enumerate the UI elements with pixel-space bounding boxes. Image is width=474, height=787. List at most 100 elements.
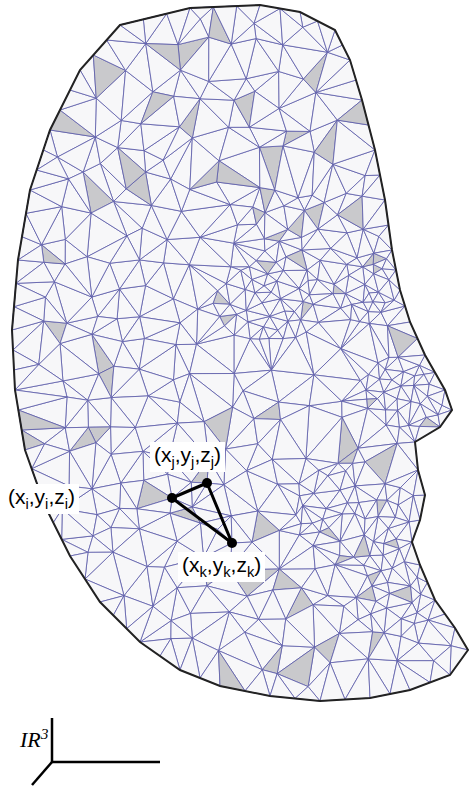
mesh-face bbox=[271, 337, 314, 374]
mesh-face bbox=[118, 148, 146, 189]
mesh-face bbox=[249, 91, 279, 127]
mesh-face bbox=[298, 152, 314, 198]
mesh-face bbox=[371, 614, 384, 633]
mesh-face bbox=[301, 569, 327, 596]
mesh-face bbox=[270, 674, 295, 699]
mesh-face bbox=[341, 304, 352, 319]
mesh-face bbox=[355, 486, 377, 503]
mesh-face bbox=[88, 536, 113, 553]
mesh-face bbox=[334, 264, 349, 284]
mesh-face bbox=[371, 608, 387, 633]
mesh-face bbox=[191, 586, 230, 614]
mesh-face bbox=[260, 188, 275, 213]
mesh-face bbox=[365, 500, 378, 519]
mesh-triangles bbox=[12, 5, 468, 701]
mesh-face bbox=[272, 420, 306, 460]
mesh-face bbox=[331, 233, 357, 258]
mesh-face bbox=[264, 213, 287, 239]
mesh-face bbox=[15, 364, 63, 390]
mesh-face bbox=[344, 598, 358, 620]
mesh-face bbox=[92, 316, 117, 334]
mesh-face bbox=[277, 271, 299, 289]
mesh-face bbox=[368, 633, 397, 661]
mesh-face bbox=[60, 344, 99, 381]
mesh-face bbox=[229, 127, 260, 147]
mesh-face bbox=[338, 196, 364, 229]
mesh-face bbox=[268, 262, 284, 274]
mesh-face bbox=[57, 137, 95, 172]
mesh-face bbox=[118, 120, 141, 147]
mesh-face bbox=[345, 659, 370, 700]
mesh-face bbox=[44, 297, 67, 323]
mesh-face bbox=[320, 663, 345, 701]
mesh-face bbox=[370, 542, 383, 556]
mesh-face bbox=[272, 459, 306, 484]
axis-label: IR3 bbox=[16, 724, 52, 754]
mesh-face bbox=[368, 399, 386, 410]
mesh-face bbox=[14, 364, 39, 390]
mesh-face bbox=[70, 552, 88, 579]
mesh-face bbox=[420, 417, 440, 427]
vertex-dots bbox=[167, 478, 237, 548]
mesh-face bbox=[146, 44, 181, 92]
mesh-face bbox=[335, 557, 364, 565]
mesh-face bbox=[378, 500, 395, 517]
mesh-face bbox=[230, 205, 253, 225]
mesh-face bbox=[88, 400, 111, 427]
mesh-face bbox=[295, 301, 304, 319]
mesh-face bbox=[200, 651, 220, 686]
mesh-face bbox=[111, 396, 148, 428]
mesh-face bbox=[259, 147, 274, 190]
vertex-dot bbox=[202, 478, 212, 488]
mesh-face bbox=[37, 157, 69, 179]
mesh-face bbox=[111, 398, 136, 428]
mesh-face bbox=[140, 317, 180, 339]
mesh-face bbox=[404, 365, 420, 376]
mesh-face bbox=[398, 410, 409, 427]
mesh-face bbox=[180, 37, 208, 81]
mesh-face bbox=[122, 317, 144, 342]
mesh-face bbox=[279, 108, 310, 131]
vertex-dot bbox=[167, 493, 177, 503]
mesh-face bbox=[397, 427, 415, 443]
mesh-face bbox=[127, 606, 153, 642]
mesh-face bbox=[420, 404, 438, 418]
mesh-face bbox=[360, 312, 370, 324]
mesh-face bbox=[259, 590, 286, 619]
mesh-face bbox=[279, 375, 314, 406]
mesh-face bbox=[368, 659, 390, 698]
mesh-face bbox=[231, 511, 258, 542]
mesh-face bbox=[383, 544, 399, 556]
mesh-face bbox=[419, 620, 451, 646]
face-outline bbox=[12, 5, 468, 701]
mesh-face bbox=[355, 462, 385, 486]
mesh-face bbox=[190, 344, 235, 374]
mesh-face bbox=[200, 99, 234, 128]
mesh-face bbox=[387, 593, 412, 608]
mesh-face bbox=[111, 427, 136, 454]
mesh-face bbox=[306, 417, 342, 463]
mesh-face bbox=[340, 541, 354, 557]
mesh-face bbox=[409, 496, 420, 522]
mesh-face bbox=[354, 535, 370, 557]
mesh-face bbox=[120, 508, 140, 528]
mesh-face bbox=[14, 283, 45, 306]
mesh-face bbox=[177, 402, 204, 423]
mesh-face bbox=[384, 619, 401, 637]
mesh-face bbox=[16, 262, 54, 283]
mesh-face bbox=[286, 250, 307, 270]
mesh-face bbox=[171, 179, 190, 211]
mesh-face bbox=[120, 286, 146, 317]
mesh-face bbox=[18, 245, 44, 262]
mesh-face bbox=[273, 569, 302, 590]
mesh-face bbox=[301, 210, 317, 237]
mesh-face bbox=[328, 565, 357, 598]
mesh-face bbox=[401, 603, 417, 619]
mesh-face bbox=[301, 506, 312, 524]
mesh-face bbox=[209, 79, 247, 100]
mesh-face bbox=[342, 380, 366, 401]
mesh-face bbox=[396, 522, 412, 542]
mesh-face bbox=[234, 224, 265, 243]
mesh-face bbox=[258, 484, 296, 515]
mesh-face bbox=[369, 323, 389, 362]
